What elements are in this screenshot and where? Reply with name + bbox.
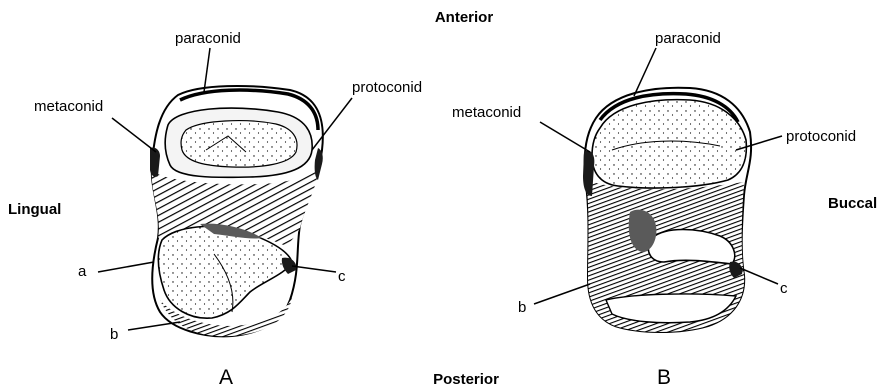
leader-a-a xyxy=(98,262,154,272)
leader-a-b xyxy=(128,322,180,330)
lingual-label: Lingual xyxy=(8,201,61,218)
leader-b-c xyxy=(740,268,778,284)
panel-a-letter: A xyxy=(219,366,233,389)
panel-b-letter: B xyxy=(657,366,671,389)
tooth-b-drawing xyxy=(583,88,751,332)
posterior-label: Posterior xyxy=(433,371,499,388)
leader-a-c xyxy=(292,266,336,272)
panel-a-c-label: c xyxy=(338,268,346,285)
buccal-label: Buccal xyxy=(828,195,877,212)
panel-b-c-label: c xyxy=(780,280,788,297)
leader-b-metaconid xyxy=(540,122,590,152)
panel-a-protoconid-label: protoconid xyxy=(352,79,422,96)
panel-a-metaconid-label: metaconid xyxy=(34,98,103,115)
leader-a-paraconid xyxy=(204,48,210,92)
tooth-a-trigonid-inner xyxy=(181,121,297,168)
panel-b-b-label: b xyxy=(518,299,526,316)
panel-b-metaconid-label: metaconid xyxy=(452,104,521,121)
leader-a-metaconid xyxy=(112,118,156,152)
panel-a-a-label: a xyxy=(78,263,87,280)
tooth-b-occlusal xyxy=(592,100,746,188)
tooth-a-drawing xyxy=(150,86,323,336)
panel-a-paraconid-label: paraconid xyxy=(175,30,241,47)
panel-a-b-label: b xyxy=(110,326,118,343)
panel-b-paraconid-label: paraconid xyxy=(655,30,721,47)
leader-b-b xyxy=(534,284,590,304)
panel-b-protoconid-label: protoconid xyxy=(786,128,856,145)
anterior-label: Anterior xyxy=(435,9,494,26)
